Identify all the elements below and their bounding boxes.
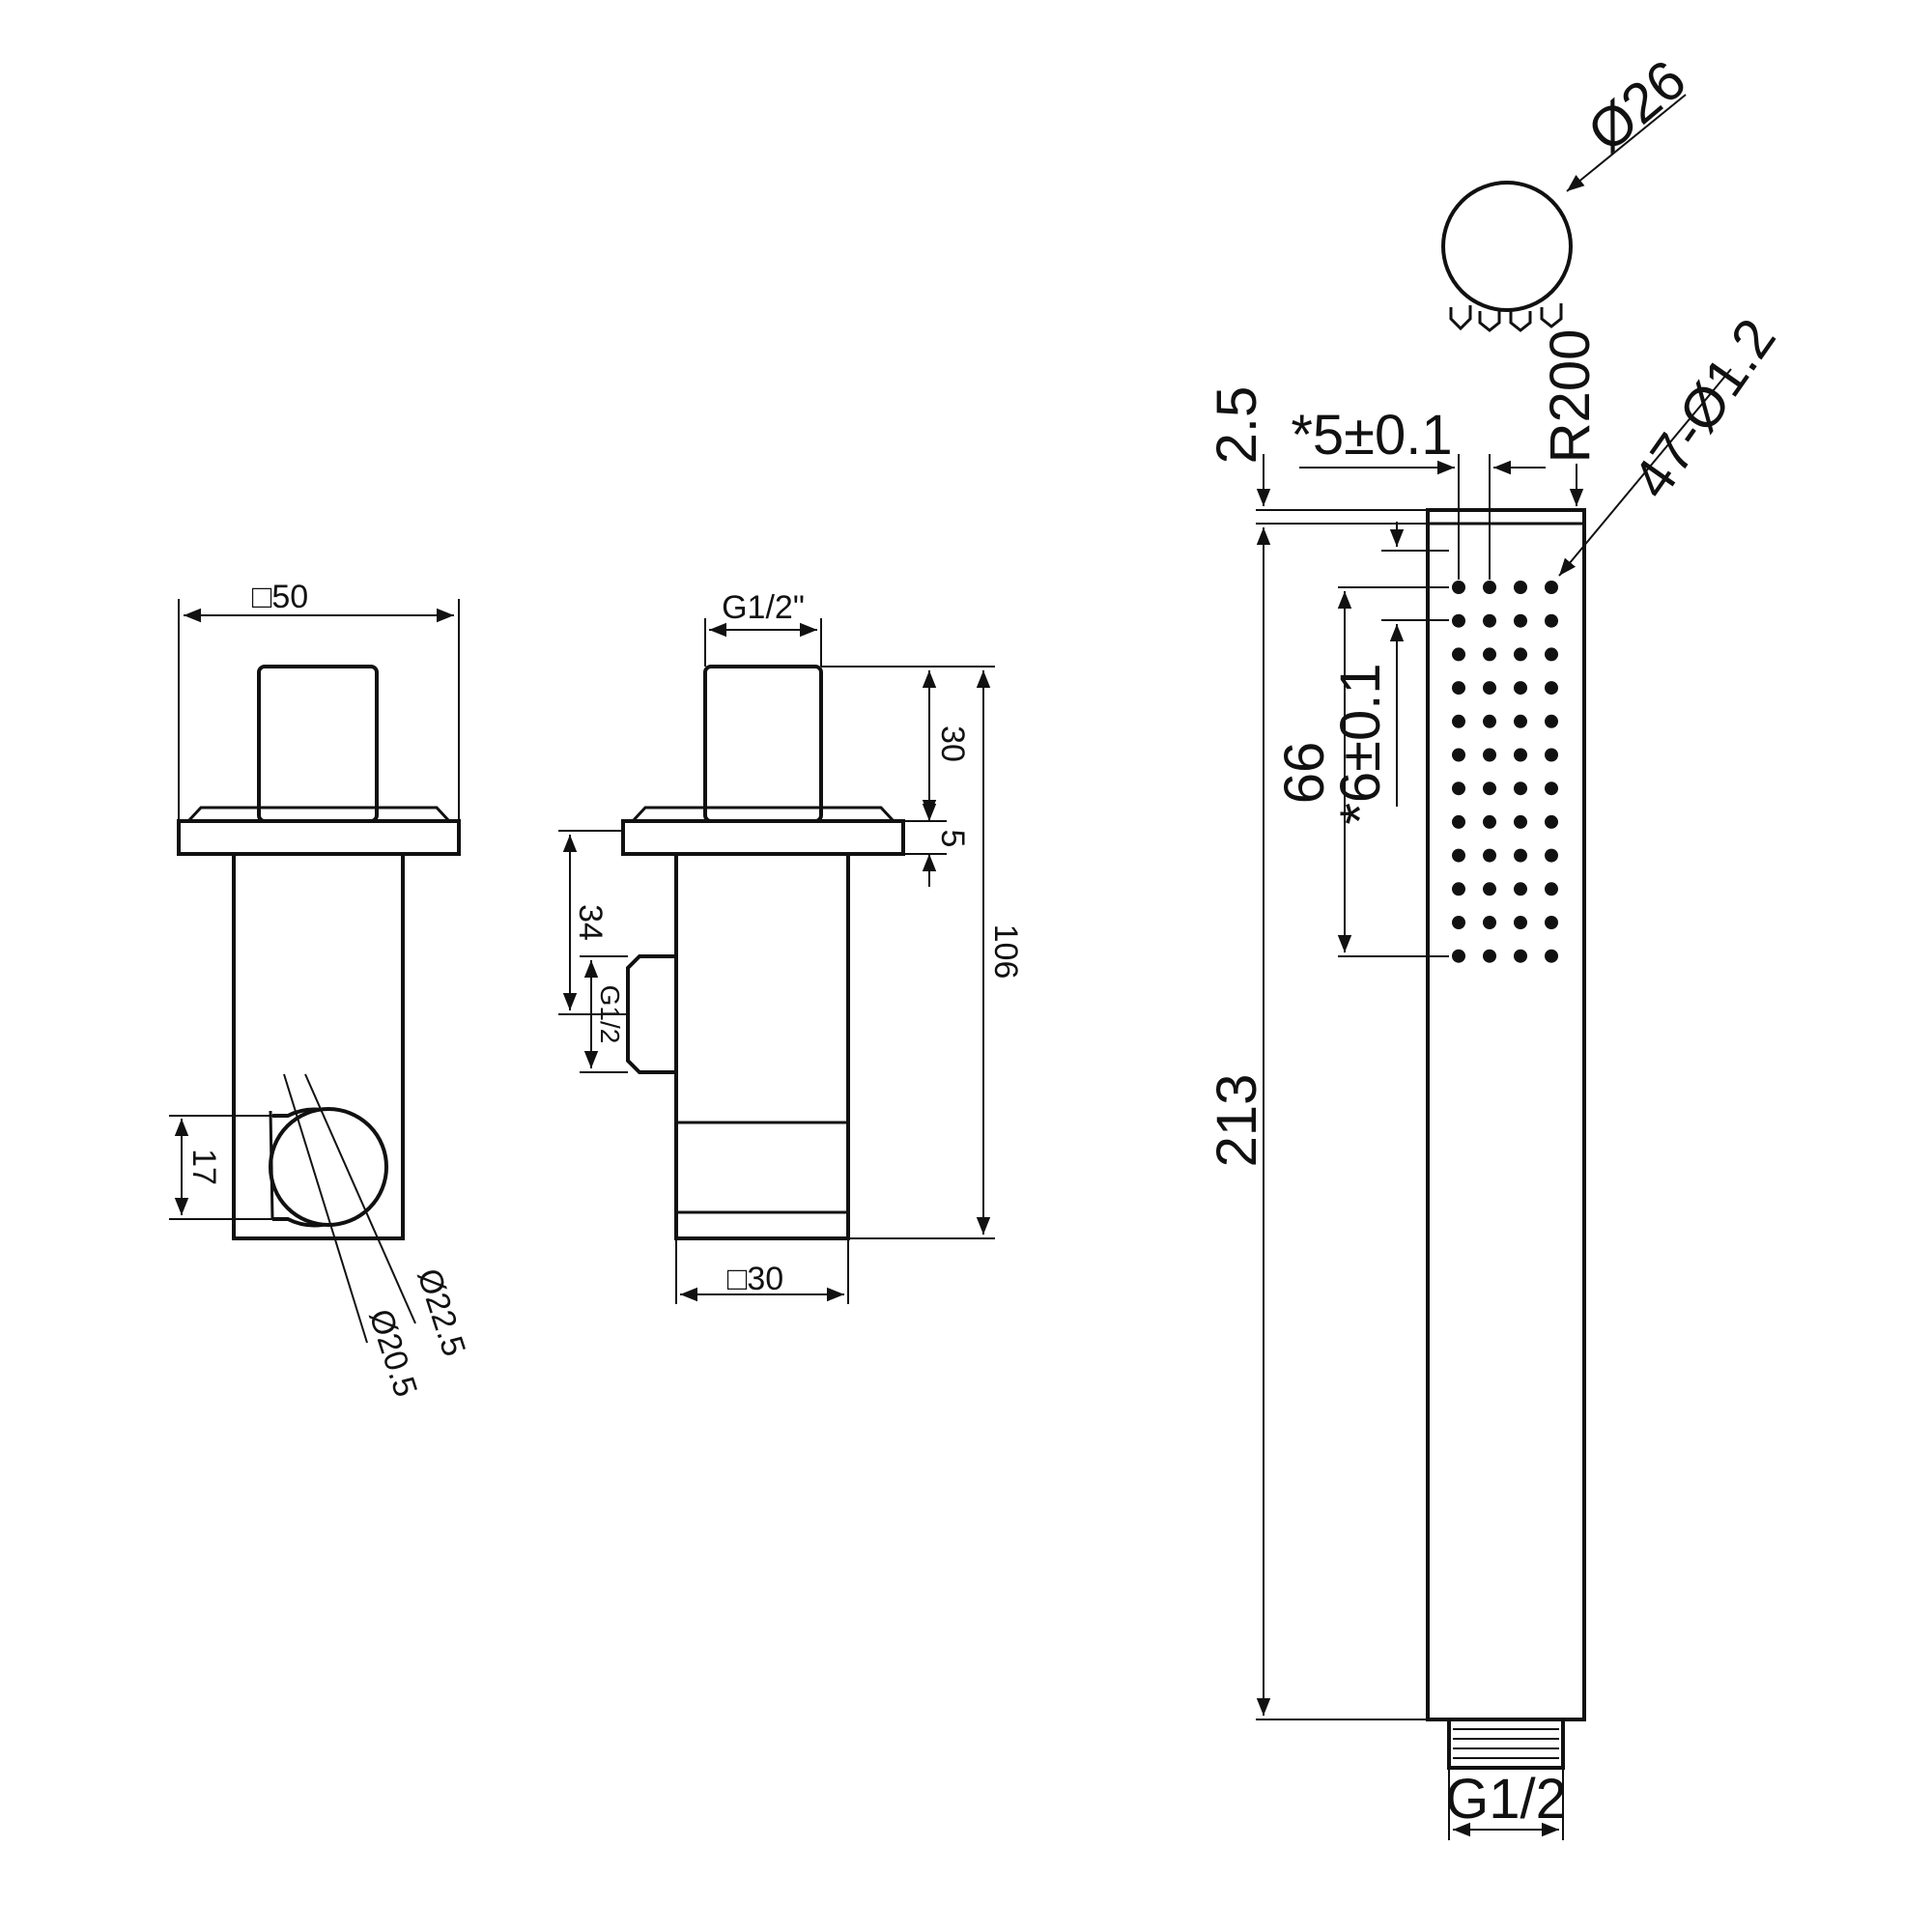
elbow-inlet-pipe xyxy=(703,665,823,823)
elbow-side-outlet xyxy=(626,954,678,1074)
holder-inner-dia-label: Ø20.5 xyxy=(361,1305,424,1402)
holder-width-label: □50 xyxy=(252,579,308,615)
nozzle-hole xyxy=(1514,647,1527,662)
elbow-body xyxy=(674,852,850,1240)
bottom-thread-label: G1/2 xyxy=(1445,1768,1567,1831)
nozzle-hole xyxy=(1452,949,1465,963)
head-dia-label: Ø26 xyxy=(1577,48,1698,164)
nozzle-hole xyxy=(1452,916,1465,929)
handshower-thread xyxy=(1447,1718,1565,1770)
elbow-side-thread-label: G1/2 xyxy=(595,985,625,1044)
dim-66: 66 xyxy=(1273,742,1336,805)
elbow-dim-106: 106 xyxy=(987,924,1024,980)
nozzle-hole xyxy=(1514,613,1527,628)
nozzle-hole xyxy=(1545,748,1558,762)
elbow-bottom-label: □30 xyxy=(727,1261,783,1297)
handshower-body xyxy=(1426,508,1586,1721)
elbow-dim-30: 30 xyxy=(934,725,971,762)
nozzle-hole xyxy=(1452,714,1465,728)
holder-view: □50 17 Ø20.5 Ø22.5 xyxy=(169,579,472,1402)
nozzle-hole xyxy=(1483,714,1496,728)
nozzle-hole xyxy=(1514,848,1527,863)
elbow-view: G1/2" 30 5 106 34 G1/2 □30 xyxy=(558,589,1024,1304)
nozzle-hole xyxy=(1483,581,1496,594)
nozzle-hole xyxy=(1483,814,1496,829)
nozzle-hole xyxy=(1452,882,1465,896)
dim-213: 213 xyxy=(1206,1074,1268,1168)
holder-outer-dia-label: Ø22.5 xyxy=(410,1264,472,1361)
nozzle-hole xyxy=(1452,613,1465,628)
nozzle-hole xyxy=(1483,681,1496,696)
nozzle-hole xyxy=(1452,814,1465,829)
nozzle-hole xyxy=(1545,681,1558,696)
holder-height-label: 17 xyxy=(185,1149,222,1185)
nozzle-hole xyxy=(1452,848,1465,863)
nozzle-hole xyxy=(1483,748,1496,762)
handshower-end-view xyxy=(1441,181,1573,312)
nozzle-hole xyxy=(1483,916,1496,929)
nozzle-hole xyxy=(1483,613,1496,628)
nozzle-hole xyxy=(1545,916,1558,929)
handshower-view: Ø26 G1/2 2.5 *5±0.1 R200 47-Ø1.2 xyxy=(1206,48,1788,1840)
nozzle-hole xyxy=(1514,748,1527,762)
nozzle-hole xyxy=(1514,882,1527,896)
nozzle-hole xyxy=(1483,848,1496,863)
holes-label: 47-Ø1.2 xyxy=(1620,307,1787,509)
nozzle-hole xyxy=(1514,714,1527,728)
holder-inlet-pipe xyxy=(257,665,379,823)
nozzle-hole xyxy=(1545,814,1558,829)
nozzle-hole xyxy=(1514,681,1527,696)
nozzle-hole xyxy=(1545,581,1558,594)
nozzle-hole xyxy=(1452,647,1465,662)
nozzle-hole xyxy=(1483,647,1496,662)
nozzle-hole xyxy=(1545,647,1558,662)
nozzle-hole xyxy=(1452,748,1465,762)
elbow-dim-5: 5 xyxy=(934,830,971,848)
nozzle-hole xyxy=(1452,581,1465,594)
elbow-dim-34: 34 xyxy=(572,904,609,941)
holder-flange xyxy=(177,819,461,856)
nozzle-hole xyxy=(1452,681,1465,696)
nozzle-hole xyxy=(1545,781,1558,796)
nozzle-hole xyxy=(1545,882,1558,896)
nozzle-hole xyxy=(1452,781,1465,796)
nozzle-hole xyxy=(1514,781,1527,796)
dim-pitch-y: *6±0.1 xyxy=(1329,663,1392,824)
radius-label: R200 xyxy=(1539,329,1602,464)
nozzle-hole xyxy=(1514,916,1527,929)
nozzle-hole xyxy=(1545,714,1558,728)
elbow-top-thread-label: G1/2" xyxy=(722,589,805,626)
nozzle-hole xyxy=(1514,949,1527,963)
dim-2-5: 2.5 xyxy=(1206,386,1268,465)
nozzle-hole xyxy=(1545,949,1558,963)
nozzle-hole xyxy=(1514,814,1527,829)
dim-pitch-x: *5±0.1 xyxy=(1291,404,1452,467)
nozzle-hole xyxy=(1483,882,1496,896)
nozzle-hole xyxy=(1545,613,1558,628)
nozzle-hole xyxy=(1483,949,1496,963)
elbow-flange xyxy=(621,819,905,856)
nozzle-hole xyxy=(1545,848,1558,863)
nozzle-hole xyxy=(1514,581,1527,594)
nozzle-hole-grid xyxy=(1452,581,1558,963)
nozzle-hole xyxy=(1483,781,1496,796)
